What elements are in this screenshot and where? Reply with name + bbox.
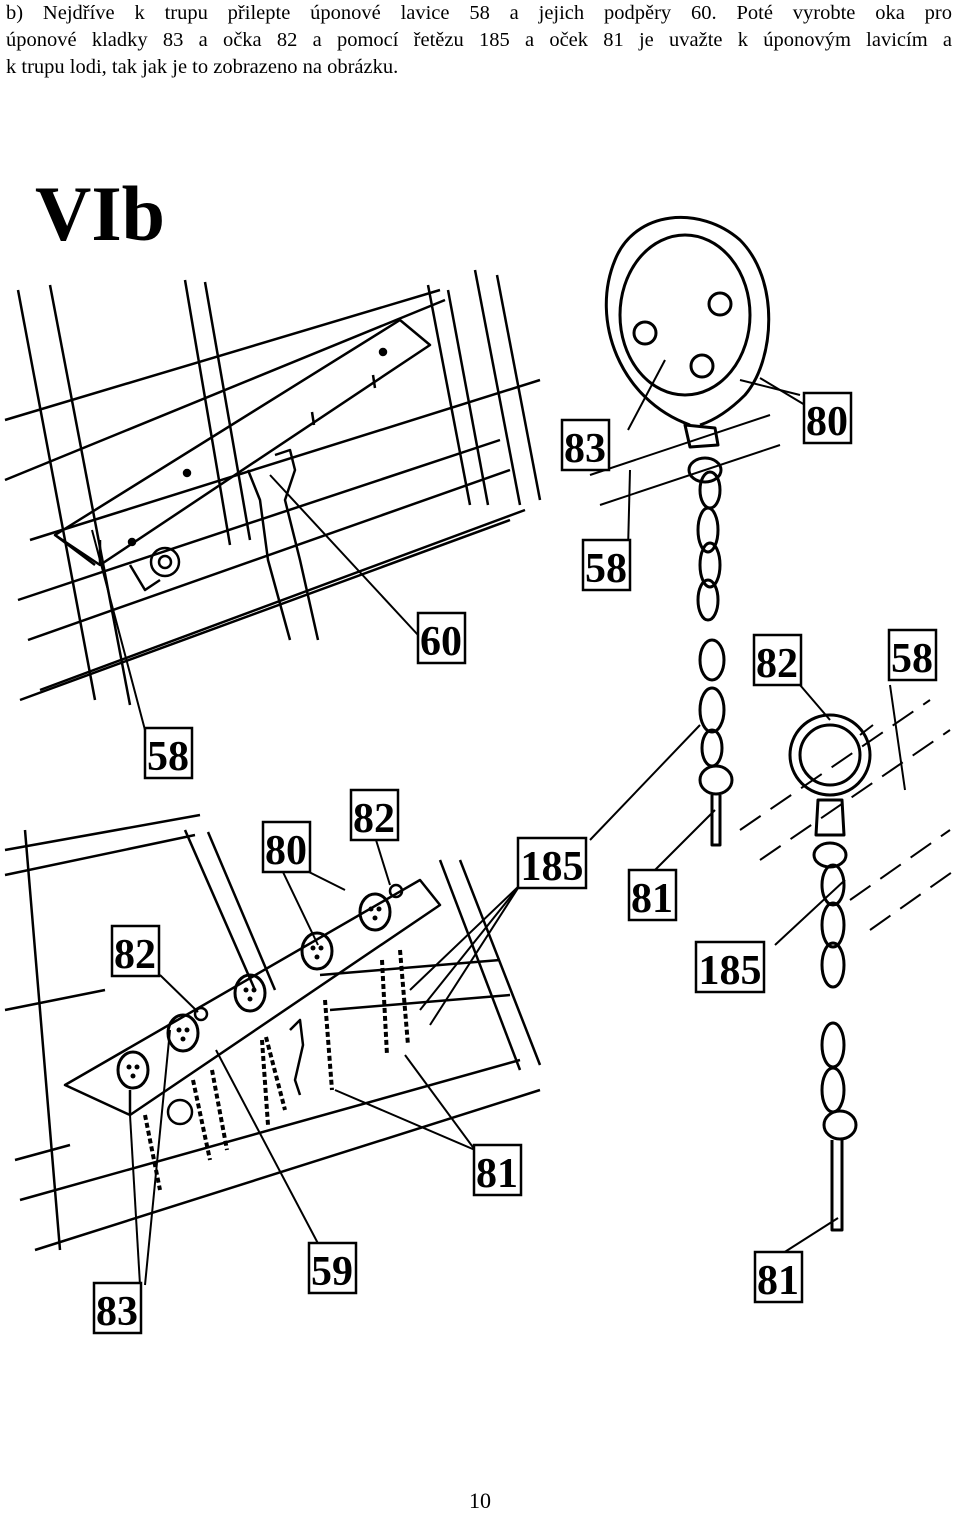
svg-text:83: 83 — [96, 1289, 138, 1335]
instruction-line-1: b) Nejdříve k trupu přilepte úponové lav… — [6, 2, 952, 24]
svg-text:82: 82 — [353, 796, 395, 842]
deadeye-detail-top — [589, 215, 801, 847]
callout-81-mid: 81 — [627, 868, 678, 922]
callout-59: 59 — [307, 1241, 358, 1295]
callout-58-right: 58 — [887, 628, 938, 682]
callout-83-top: 83 — [560, 418, 611, 472]
callout-82-mid: 82 — [349, 788, 400, 842]
callout-82-right: 82 — [752, 633, 803, 687]
callout-185-mid: 185 — [516, 836, 588, 890]
svg-text:80: 80 — [806, 399, 848, 445]
callout-81-bottom-right: 81 — [753, 1250, 804, 1304]
svg-text:185: 185 — [521, 844, 584, 890]
instruction-line-3: k trupu lodi, tak jak je to zobrazeno na… — [6, 56, 399, 78]
svg-text:81: 81 — [631, 876, 673, 922]
svg-text:58: 58 — [147, 734, 189, 780]
callout-185-right: 185 — [694, 940, 766, 994]
instructions-paragraph: b) Nejdříve k trupu přilepte úponové lav… — [6, 0, 952, 81]
callout-58-left: 58 — [143, 726, 194, 780]
svg-text:185: 185 — [699, 948, 762, 994]
callout-81-bottom-mid: 81 — [472, 1143, 523, 1197]
callout-80-top: 80 — [802, 391, 853, 445]
hull-drawing-bottom — [4, 813, 542, 1252]
svg-text:82: 82 — [114, 932, 156, 978]
svg-text:58: 58 — [585, 546, 627, 592]
page-number: 10 — [469, 1488, 491, 1513]
eyelet-detail-bottom — [739, 699, 956, 1232]
callout-58-top-right: 58 — [581, 538, 632, 592]
callout-83-bottom: 83 — [92, 1281, 143, 1335]
instruction-line-2: úponové kladky 83 a očka 82 a pomocí řet… — [6, 29, 952, 51]
hull-drawing-top — [4, 269, 542, 706]
svg-text:59: 59 — [311, 1249, 353, 1295]
section-title: VIb — [35, 170, 165, 257]
callout-60: 60 — [416, 611, 467, 665]
svg-text:60: 60 — [420, 619, 462, 665]
svg-text:58: 58 — [891, 636, 933, 682]
svg-text:82: 82 — [756, 641, 798, 687]
callout-82-left: 82 — [110, 924, 161, 978]
svg-text:80: 80 — [265, 828, 307, 874]
callout-80-mid: 80 — [261, 820, 312, 874]
svg-text:83: 83 — [564, 426, 606, 472]
svg-text:81: 81 — [757, 1258, 799, 1304]
svg-text:81: 81 — [476, 1151, 518, 1197]
